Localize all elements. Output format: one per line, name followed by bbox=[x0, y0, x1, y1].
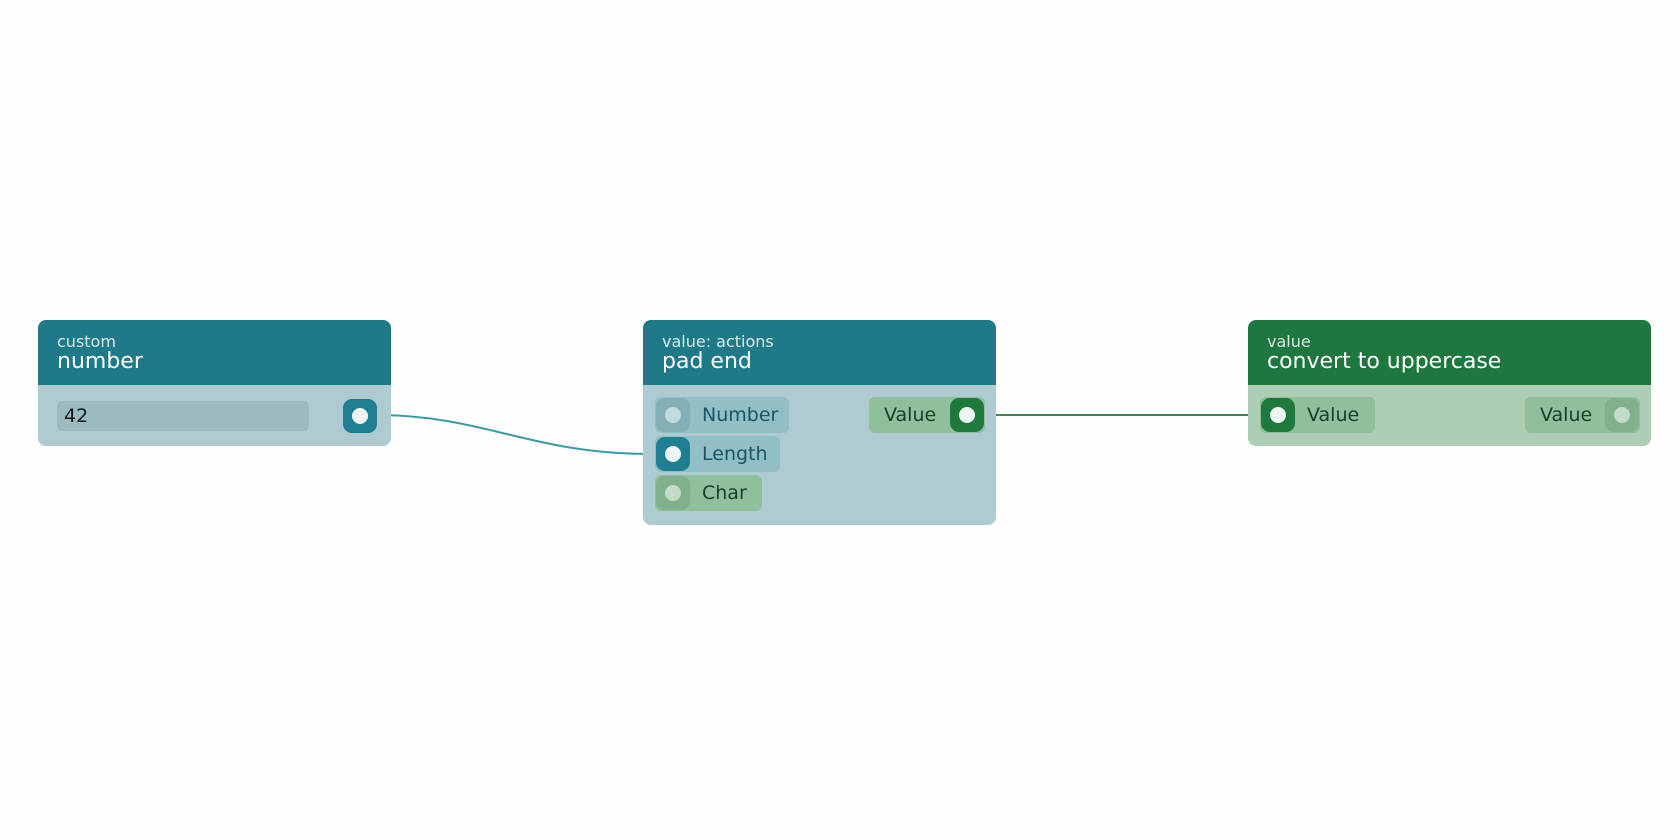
socket-dot-icon bbox=[1270, 407, 1286, 423]
node-title: convert to uppercase bbox=[1267, 349, 1502, 374]
input-port-value[interactable]: Value bbox=[1260, 397, 1375, 433]
number-output-socket[interactable] bbox=[343, 399, 377, 433]
socket-dot-icon bbox=[1614, 407, 1630, 423]
node-category: value: actions bbox=[662, 332, 774, 351]
node-number-header[interactable]: custom number bbox=[38, 320, 391, 385]
socket-dot-icon bbox=[959, 407, 975, 423]
node-pad-end-header[interactable]: value: actions pad end bbox=[643, 320, 996, 385]
node-uppercase-body: Value Value bbox=[1248, 385, 1651, 446]
node-category: custom bbox=[57, 332, 116, 351]
node-pad-end-body: Number Length Char Value bbox=[643, 385, 996, 525]
input-socket-number[interactable] bbox=[656, 398, 690, 432]
port-label: Length bbox=[702, 443, 768, 465]
port-label: Value bbox=[1307, 404, 1360, 426]
node-title: pad end bbox=[662, 349, 752, 374]
output-socket-value[interactable] bbox=[1605, 398, 1639, 432]
socket-dot-icon bbox=[665, 446, 681, 462]
node-category: value bbox=[1267, 332, 1311, 351]
output-port-value[interactable]: Value bbox=[869, 397, 985, 433]
node-uppercase-header[interactable]: value convert to uppercase bbox=[1248, 320, 1651, 385]
input-socket-length[interactable] bbox=[656, 437, 690, 471]
node-number[interactable]: custom number 42 bbox=[38, 320, 391, 446]
output-port-value[interactable]: Value bbox=[1525, 397, 1640, 433]
wire-number-to-length bbox=[374, 414, 651, 455]
input-port-number[interactable]: Number bbox=[655, 397, 789, 433]
input-socket-value[interactable] bbox=[1261, 398, 1295, 432]
output-socket-value[interactable] bbox=[950, 398, 984, 432]
socket-dot-icon bbox=[352, 408, 368, 424]
node-convert-to-uppercase[interactable]: value convert to uppercase Value Value bbox=[1248, 320, 1651, 446]
input-port-length[interactable]: Length bbox=[655, 436, 780, 472]
node-pad-end[interactable]: value: actions pad end Number Length bbox=[643, 320, 996, 525]
port-label: Number bbox=[702, 404, 779, 426]
socket-dot-icon bbox=[665, 485, 681, 501]
port-label: Value bbox=[1540, 404, 1593, 426]
node-number-body: 42 bbox=[38, 385, 391, 446]
node-title: number bbox=[57, 349, 143, 374]
input-socket-char[interactable] bbox=[656, 476, 690, 510]
socket-dot-icon bbox=[665, 407, 681, 423]
port-label: Char bbox=[702, 482, 747, 504]
input-port-char[interactable]: Char bbox=[655, 475, 762, 511]
number-value-field[interactable]: 42 bbox=[57, 401, 309, 431]
port-label: Value bbox=[884, 404, 937, 426]
